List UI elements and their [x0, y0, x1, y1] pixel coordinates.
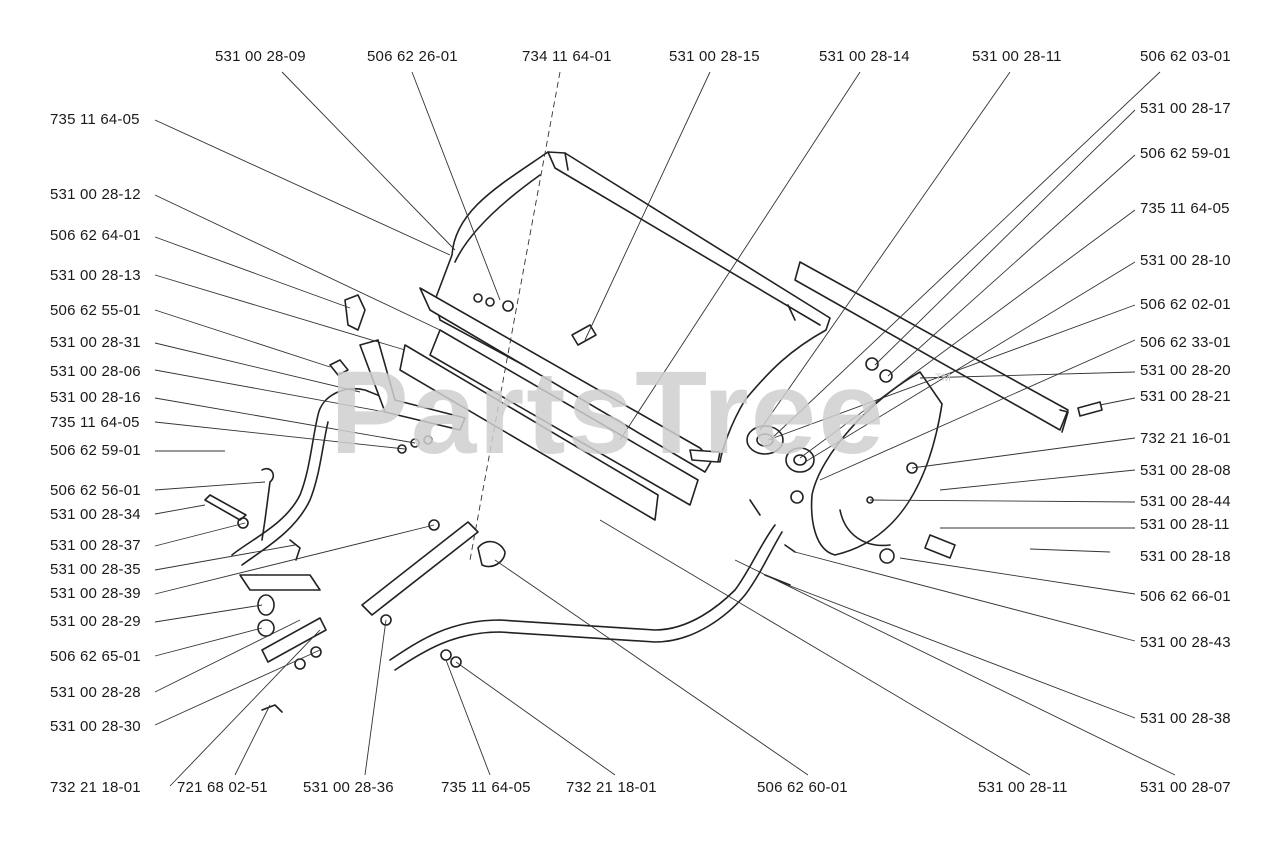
part-label[interactable]: 531 00 28-37: [50, 537, 141, 554]
part-label[interactable]: 506 62 59-01: [1140, 145, 1231, 162]
part-label[interactable]: 531 00 28-13: [50, 267, 141, 284]
watermark-trademark: TM: [935, 372, 951, 384]
part-label[interactable]: 531 00 28-38: [1140, 710, 1231, 727]
part-label[interactable]: 531 00 28-28: [50, 684, 141, 701]
part-label[interactable]: 531 00 28-11: [978, 779, 1068, 796]
part-label[interactable]: 506 62 33-01: [1140, 334, 1231, 351]
part-label[interactable]: 506 62 56-01: [50, 482, 141, 499]
part-label[interactable]: 531 00 28-15: [669, 48, 760, 65]
part-label[interactable]: 531 00 28-18: [1140, 548, 1231, 565]
part-label[interactable]: 531 00 28-16: [50, 389, 141, 406]
part-label[interactable]: 506 62 64-01: [50, 227, 141, 244]
part-label[interactable]: 735 11 64-05: [50, 111, 140, 128]
leader-lines: [154, 71, 1176, 787]
part-label[interactable]: 531 00 28-21: [1140, 388, 1231, 405]
part-label[interactable]: 531 00 28-35: [50, 561, 141, 578]
part-label[interactable]: 506 62 26-01: [367, 48, 458, 65]
part-label[interactable]: 531 00 28-06: [50, 363, 141, 380]
part-label[interactable]: 531 00 28-44: [1140, 493, 1231, 510]
hopper-body: [434, 151, 831, 463]
handle-frame: [231, 388, 783, 671]
part-label[interactable]: 531 00 28-12: [50, 186, 141, 203]
part-label[interactable]: 531 00 28-11: [1140, 516, 1230, 533]
part-label[interactable]: 531 00 28-10: [1140, 252, 1231, 269]
part-label[interactable]: 531 00 28-39: [50, 585, 141, 602]
part-label[interactable]: 735 11 64-05: [1140, 200, 1230, 217]
part-label[interactable]: 506 62 66-01: [1140, 588, 1231, 605]
part-label[interactable]: 735 11 64-05: [50, 414, 140, 431]
part-label[interactable]: 506 62 02-01: [1140, 296, 1231, 313]
part-label[interactable]: 531 00 28-29: [50, 613, 141, 630]
part-label[interactable]: 531 00 28-14: [819, 48, 910, 65]
part-label[interactable]: 531 00 28-20: [1140, 362, 1231, 379]
part-label[interactable]: 531 00 28-31: [50, 334, 141, 351]
part-label[interactable]: 506 62 60-01: [757, 779, 848, 796]
part-label[interactable]: 531 00 28-43: [1140, 634, 1231, 651]
part-label[interactable]: 531 00 28-11: [972, 48, 1062, 65]
part-label[interactable]: 721 68 02-51: [177, 779, 268, 796]
rear-rail: [794, 261, 1069, 433]
part-label[interactable]: 732 21 16-01: [1140, 430, 1231, 447]
part-label[interactable]: 531 00 28-17: [1140, 100, 1231, 117]
part-label[interactable]: 531 00 28-08: [1140, 462, 1231, 479]
part-label[interactable]: 531 00 28-30: [50, 718, 141, 735]
part-label[interactable]: 531 00 28-07: [1140, 779, 1231, 796]
side-plate: [810, 371, 943, 556]
part-label[interactable]: 732 21 18-01: [566, 779, 657, 796]
part-label[interactable]: 531 00 28-34: [50, 506, 141, 523]
part-label[interactable]: 531 00 28-36: [303, 779, 394, 796]
part-label[interactable]: 506 62 59-01: [50, 442, 141, 459]
part-label[interactable]: 734 11 64-01: [522, 48, 612, 65]
hub-assembly: [746, 357, 1103, 564]
middle-strap: [361, 304, 796, 668]
part-label[interactable]: 506 62 65-01: [50, 648, 141, 665]
part-label[interactable]: 506 62 55-01: [50, 302, 141, 319]
part-label[interactable]: 506 62 03-01: [1140, 48, 1231, 65]
part-label[interactable]: 732 21 18-01: [50, 779, 141, 796]
front-rail: [399, 287, 713, 521]
part-label[interactable]: 531 00 28-09: [215, 48, 306, 65]
left-fasteners: [204, 293, 597, 713]
part-label[interactable]: 735 11 64-05: [441, 779, 531, 796]
